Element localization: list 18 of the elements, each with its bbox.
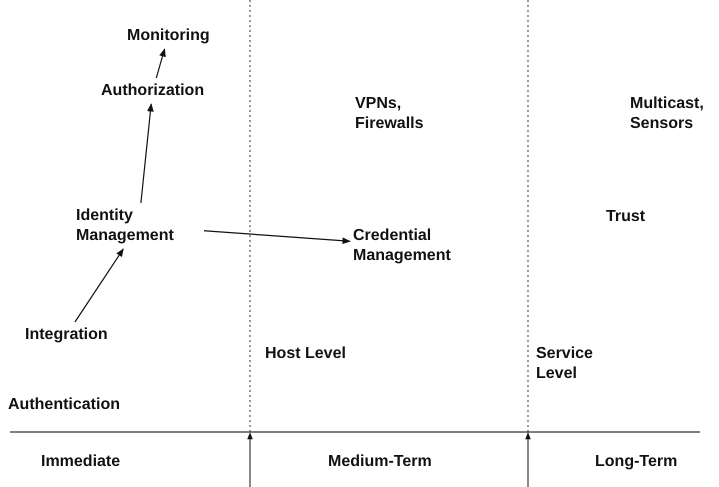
- arrow: [74, 248, 124, 322]
- topic-label: Host Level: [265, 344, 346, 364]
- timeframe-label: Immediate: [41, 452, 120, 472]
- node-text: Credential Management: [353, 226, 478, 266]
- topic-label: Authentication: [8, 395, 120, 415]
- timeframe-label: Long-Term: [595, 452, 678, 472]
- node-text: Authorization: [101, 81, 204, 101]
- arrow: [204, 230, 351, 244]
- arrow: [140, 103, 154, 204]
- topic-label: Trust: [606, 207, 646, 227]
- node-text: Integration: [25, 325, 108, 345]
- topic-label: VPNs, Firewalls: [355, 94, 424, 134]
- topic-label: Multicast, Sensors: [630, 94, 705, 134]
- topic-label: Service Level: [536, 344, 594, 384]
- arrow: [156, 48, 166, 78]
- timeframe-label: Medium-Term: [328, 452, 432, 472]
- node-text: Monitoring: [127, 26, 210, 46]
- node-text: Identity Management: [76, 206, 201, 246]
